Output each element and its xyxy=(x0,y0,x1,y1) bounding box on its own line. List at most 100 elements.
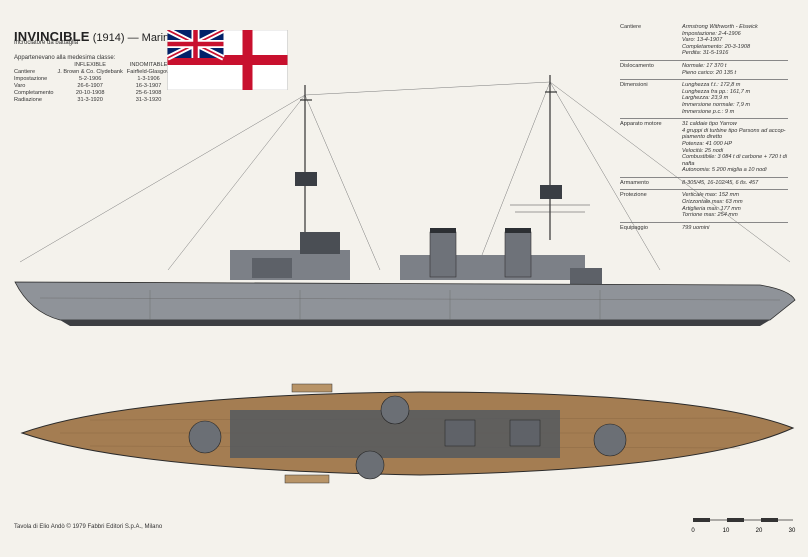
spec-line: Normale: 17 370 t xyxy=(682,62,727,69)
funnel xyxy=(429,231,457,278)
spec-line: Larghezza: 23,9 m xyxy=(682,95,729,102)
ship-year: (1914) xyxy=(92,32,125,44)
spec-row: Armamento 8-305/45, 16-102/45, 6 tls. 45… xyxy=(620,176,788,190)
spec-line: Varo: 13-4-1907 xyxy=(682,37,723,44)
sister-row: Cantiere J. Brown & Co. Clydebank Fairfi… xyxy=(14,69,174,76)
sister-row-label: Varo xyxy=(14,83,26,89)
hull-plating xyxy=(39,290,781,320)
spec-label: Cantiere xyxy=(620,24,642,30)
spec-line: Immersione normale: 7,9 m xyxy=(682,101,751,108)
turret xyxy=(252,258,292,278)
spec-line: nafta xyxy=(682,160,695,167)
funnel-plan xyxy=(509,419,541,447)
spec-line: piamento diretto xyxy=(682,134,723,141)
spec-line: Torrione max: 254 mm xyxy=(682,212,738,219)
masts xyxy=(300,75,557,240)
spec-line: Lunghezza fra pp.: 161,7 m xyxy=(682,88,751,95)
white-ensign-flag-icon xyxy=(167,30,288,90)
sister-col-indomitable: INDOMITABLE xyxy=(129,62,168,68)
spec-label: Protezione xyxy=(620,192,647,199)
spec-line: Pieno carico: 20 135 t xyxy=(682,69,737,76)
spec-line: Completamento: 20-3-1908 xyxy=(682,43,751,50)
spec-label: Apparato motore xyxy=(620,121,662,128)
spec-line: Velocità: 25 nodi xyxy=(682,147,724,154)
sister-ships-table: INFLEXIBLE INDOMITABLE Cantiere J. Brown… xyxy=(14,62,174,104)
sister-row-value: 1-3-1906 xyxy=(137,76,160,82)
spec-line: Artiglieria max: 177 mm xyxy=(682,205,741,212)
spec-row: Cantiere Armstrong Withworth - Elswick I… xyxy=(620,22,788,60)
spec-line: Combustibile: 3 084 t di carbone + 720 t… xyxy=(682,154,787,161)
spec-label: Equipaggio xyxy=(620,224,648,231)
spec-value: 799 uomini xyxy=(682,225,788,232)
sister-row-value: 31-3-1920 xyxy=(135,97,162,103)
illustration-credit: Tavola di Elio Andò © 1979 Fabbri Editor… xyxy=(14,524,163,530)
ship-name: INVINCIBLE xyxy=(14,29,90,44)
funnel-cap xyxy=(430,228,456,233)
scale-tick-label: 0 xyxy=(691,528,695,534)
spec-line: Potenza: 41 000 HP xyxy=(682,140,733,147)
spec-line: 4 gruppi di turbine tipo Parsons ad acco… xyxy=(682,127,786,134)
scale-tick-label: 20 xyxy=(756,528,763,534)
spec-value: Normale: 17 370 t Pieno carico: 20 135 t xyxy=(682,63,788,76)
spec-row: Protezione Verticale max: 152 mm Orizzon… xyxy=(620,189,788,221)
spec-line: Immersione p.c.: 9 m xyxy=(682,108,735,115)
spec-line: Perdita: 31-5-1916 xyxy=(682,50,729,57)
sister-row: Radiazione 31-3-1920 31-3-1920 xyxy=(14,97,174,104)
funnel xyxy=(504,231,532,278)
sister-row-value: 5-2-1906 xyxy=(78,76,102,82)
sister-row-value: 31-3-1920 xyxy=(77,97,103,103)
spec-row: Dimensioni Lunghezza f.t.: 172,8 m Lungh… xyxy=(620,79,788,118)
funnel-plan xyxy=(444,419,476,447)
sister-row-value: 25-6-1908 xyxy=(135,90,162,96)
turret xyxy=(570,268,602,284)
spec-value: 31 caldaie tipo Yarrow 4 gruppi di turbi… xyxy=(682,121,788,174)
spec-row: Apparato motore 31 caldaie tipo Yarrow 4… xyxy=(620,118,788,177)
spec-line: 31 caldaie tipo Yarrow xyxy=(682,121,737,128)
waterline xyxy=(60,320,770,326)
sister-row-value: J. Brown & Co. Clydebank xyxy=(57,69,123,75)
bridge xyxy=(300,232,340,254)
turret-plan xyxy=(355,450,385,480)
boat xyxy=(291,383,333,393)
sister-row-label: Radiazione xyxy=(14,97,42,103)
sister-ships-heading: Appartenevano alla medesima classe: xyxy=(14,55,116,61)
spec-label: Dislocamento xyxy=(620,62,654,69)
spec-line: Autonomia: 5 200 miglia a 10 nodi xyxy=(682,167,767,174)
spec-label: Armamento xyxy=(620,179,649,186)
spec-line: Orizzontale max: 63 mm xyxy=(682,199,743,206)
turret-plan xyxy=(593,423,627,457)
sister-ships-header-row: INFLEXIBLE INDOMITABLE xyxy=(14,62,174,69)
spec-line: Verticale max: 152 mm xyxy=(682,192,739,199)
specifications-panel: Cantiere Armstrong Withworth - Elswick I… xyxy=(620,22,788,234)
sister-row-value: 26-6-1907 xyxy=(77,83,103,89)
scale-tick-label: 10 xyxy=(723,528,730,534)
sister-row-label: Impostazione xyxy=(14,76,48,82)
ship-type: Incrociatore da battaglia xyxy=(14,40,79,46)
sister-row: Completamento 20-10-1908 25-6-1908 xyxy=(14,90,174,97)
sister-row: Impostazione 5-2-1906 1-3-1906 xyxy=(14,76,174,83)
spec-value: 8-305/45, 16-102/45, 6 tls. 457 xyxy=(682,180,788,187)
spec-line: 8-305/45, 16-102/45, 6 tls. 457 xyxy=(682,179,759,186)
spec-line: Lunghezza f.t.: 172,8 m xyxy=(682,82,741,89)
sister-row-value: Fairfield-Glasgow xyxy=(126,69,171,75)
spec-row: Dislocamento Normale: 17 370 t Pieno car… xyxy=(620,59,788,79)
turret-plan xyxy=(380,395,410,425)
yardarms xyxy=(510,204,590,213)
spec-label: Dimensioni xyxy=(620,82,648,89)
spec-line: 799 uomini xyxy=(682,224,710,231)
spec-value: Verticale max: 152 mm Orizzontale max: 6… xyxy=(682,192,788,218)
scale-tick-label: 30 xyxy=(789,528,796,534)
sister-row-value: 20-10-1908 xyxy=(75,90,105,96)
sister-row-label: Cantiere xyxy=(14,69,36,75)
sister-row-label: Completamento xyxy=(14,90,54,96)
spec-line: Armstrong Withworth - Elswick xyxy=(682,24,758,30)
fore-top xyxy=(295,172,317,186)
turret-plan xyxy=(188,420,222,454)
scale-bar: 0 10 20 30 xyxy=(691,518,796,534)
boat xyxy=(284,474,330,484)
funnel-cap xyxy=(505,228,531,233)
spec-value: Armstrong Withworth - Elswick Impostazio… xyxy=(682,24,788,57)
sister-row: Varo 26-6-1907 16-3-1907 xyxy=(14,83,174,90)
